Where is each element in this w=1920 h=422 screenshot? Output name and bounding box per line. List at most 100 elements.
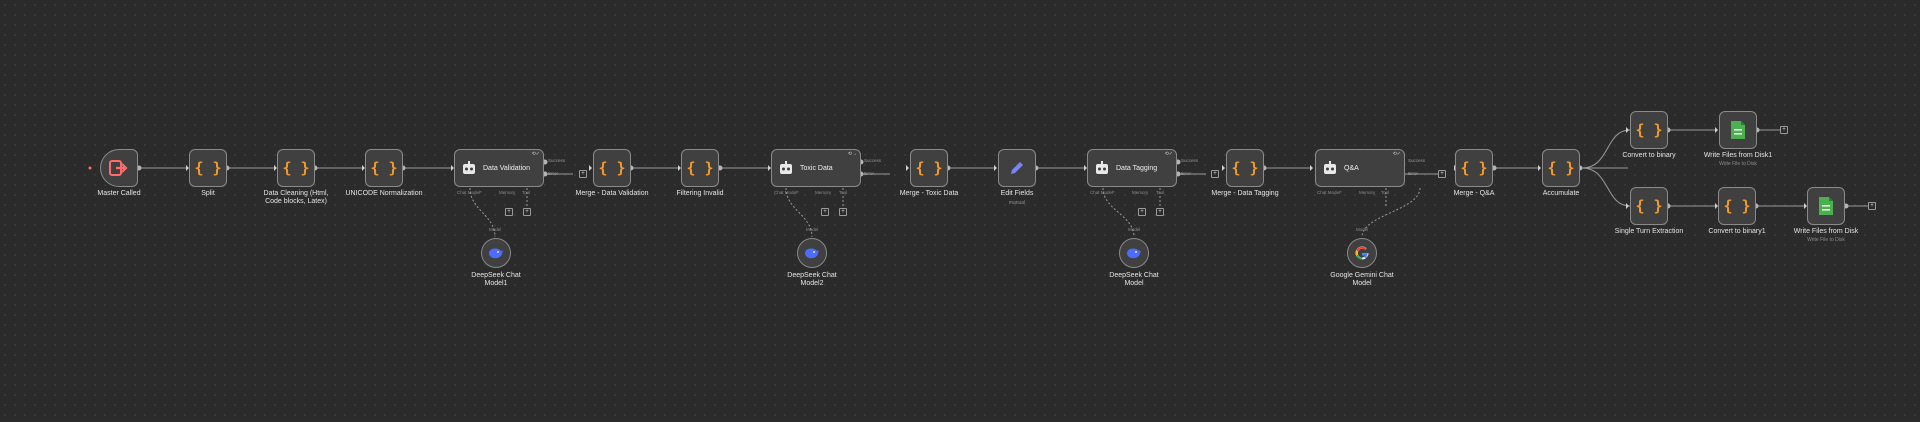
split-node[interactable]: { }: [189, 149, 227, 187]
model-port-label: Model: [806, 227, 819, 232]
add-memory-button[interactable]: +: [821, 208, 829, 216]
error-output-label: Error: [864, 171, 874, 176]
tool-port-label: Tool: [522, 190, 531, 195]
filtering-invalid-label: Filtering Invalid: [676, 190, 724, 197]
edit-fields-node[interactable]: [998, 149, 1036, 187]
sign-out-icon: [109, 160, 128, 176]
chat-model-port-label: Chat Model*: [774, 190, 799, 195]
toxic-data-agent-node[interactable]: Toxic Data ⟲→: [771, 149, 861, 187]
code-icon: { }: [370, 159, 398, 177]
data-cleaning-label-line1: Data Cleaning (Html,: [263, 190, 329, 197]
add-node-button[interactable]: +: [1780, 126, 1788, 134]
google-gemini-chat-model-label-line2: Model: [1352, 280, 1372, 287]
add-error-branch-button[interactable]: +: [579, 170, 587, 178]
code-icon: { }: [915, 159, 943, 177]
robot-icon: [780, 161, 792, 174]
convert-to-binary-node[interactable]: { }: [1630, 111, 1668, 149]
code-icon: { }: [1635, 197, 1663, 215]
edit-fields-sublabel: manual: [1008, 200, 1026, 206]
google-gemini-chat-model-label-line1: Google Gemini Chat: [1330, 272, 1394, 279]
merge-data-tagging-node[interactable]: { }: [1226, 149, 1264, 187]
deepseek-chat-model-node[interactable]: [1119, 238, 1149, 268]
split-label: Split: [201, 190, 215, 197]
data-validation-label: Data Validation: [483, 164, 530, 172]
add-error-branch-button[interactable]: +: [1211, 170, 1219, 178]
convert-to-binary-label: Convert to binary: [1622, 152, 1676, 159]
accumulate-node[interactable]: { }: [1542, 149, 1580, 187]
chat-model-port-label: Chat Model*: [1090, 190, 1115, 195]
deepseek-whale-icon: [805, 248, 819, 259]
unicode-normalization-node[interactable]: { }: [365, 149, 403, 187]
file-icon: [1731, 121, 1745, 139]
qa-agent-node[interactable]: Q&A ⟲✓: [1315, 149, 1405, 187]
deepseek-chat-model1-label-line2: Model1: [484, 280, 508, 287]
write-files-disk-node[interactable]: [1807, 187, 1845, 225]
data-cleaning-label-line2: Code blocks, Latex): [265, 198, 327, 205]
data-validation-agent-node[interactable]: Data Validation ⟲✓: [454, 149, 544, 187]
deepseek-chat-model-label-line2: Model: [1124, 280, 1144, 287]
model-port-label: Model: [489, 227, 502, 232]
code-icon: { }: [194, 159, 222, 177]
code-icon: { }: [1635, 121, 1663, 139]
merge-data-validation-node[interactable]: { }: [593, 149, 631, 187]
toxic-data-label: Toxic Data: [800, 164, 833, 172]
add-memory-button[interactable]: +: [1138, 208, 1146, 216]
add-tool-button[interactable]: +: [839, 208, 847, 216]
deepseek-chat-model1-node[interactable]: [481, 238, 511, 268]
deepseek-chat-model1-label: DeepSeek Chat Model1: [451, 272, 541, 288]
convert-to-binary1-node[interactable]: { }: [1718, 187, 1756, 225]
success-output-label: Success: [1181, 158, 1199, 163]
single-turn-extraction-label: Single Turn Extraction: [1614, 228, 1684, 235]
add-node-button[interactable]: +: [1868, 202, 1876, 210]
add-memory-button[interactable]: +: [505, 208, 513, 216]
agent-status-icons: ⟲→: [847, 151, 857, 157]
code-icon: { }: [1231, 159, 1259, 177]
code-icon: { }: [1547, 159, 1575, 177]
deepseek-chat-model2-node[interactable]: [797, 238, 827, 268]
merge-data-validation-label: Merge - Data Validation: [575, 190, 649, 197]
merge-qa-node[interactable]: { }: [1455, 149, 1493, 187]
code-icon: { }: [1460, 159, 1488, 177]
tool-port-label: Tool: [839, 190, 848, 195]
filtering-invalid-node[interactable]: { }: [681, 149, 719, 187]
tool-port-label: Tool: [1381, 190, 1390, 195]
memory-port-label: Memory: [1132, 190, 1149, 195]
merge-data-tagging-label: Merge - Data Tagging: [1211, 190, 1279, 197]
deepseek-chat-model2-label-line1: DeepSeek Chat: [787, 272, 837, 279]
error-output-label: Error: [1408, 171, 1418, 176]
tool-port-label: Tool: [1156, 190, 1165, 195]
master-called-node[interactable]: [100, 149, 138, 187]
code-icon: { }: [1723, 197, 1751, 215]
success-output-label: Success: [548, 158, 566, 163]
error-output-label: Error: [548, 171, 558, 176]
add-tool-button[interactable]: +: [1156, 208, 1164, 216]
merge-toxic-data-label: Merge - Toxic Data: [899, 190, 959, 197]
qa-label: Q&A: [1344, 164, 1359, 172]
write-files-disk1-sublabel: Write File to Disk: [1719, 161, 1757, 167]
memory-port-label: Memory: [1359, 190, 1376, 195]
success-output-label: Success: [1408, 158, 1426, 163]
agent-status-icons: ⟲✓: [1164, 151, 1173, 157]
write-files-disk1-label: Write Files from Disk1: [1703, 152, 1773, 159]
chat-model-port-label: Chat Model*: [1317, 190, 1342, 195]
google-gemini-chat-model-node[interactable]: [1347, 238, 1377, 268]
merge-toxic-data-node[interactable]: { }: [910, 149, 948, 187]
data-cleaning-label: Data Cleaning (Html, Code blocks, Latex): [251, 190, 341, 206]
robot-icon: [463, 161, 475, 174]
google-gemini-chat-model-label: Google Gemini Chat Model: [1317, 272, 1407, 288]
deepseek-whale-icon: [489, 248, 503, 259]
deepseek-chat-model1-label-line1: DeepSeek Chat: [471, 272, 521, 279]
memory-port-label: Memory: [499, 190, 516, 195]
merge-qa-label: Merge - Q&A: [1453, 190, 1495, 197]
code-icon: { }: [598, 159, 626, 177]
agent-status-icons: ⟲✓: [1392, 151, 1401, 157]
add-error-branch-button[interactable]: +: [1438, 170, 1446, 178]
write-files-disk1-node[interactable]: [1719, 111, 1757, 149]
add-tool-button[interactable]: +: [523, 208, 531, 216]
data-cleaning-node[interactable]: { }: [277, 149, 315, 187]
pencil-icon: [1011, 162, 1023, 174]
data-tagging-agent-node[interactable]: Data Tagging ⟲✓: [1087, 149, 1177, 187]
single-turn-extraction-node[interactable]: { }: [1630, 187, 1668, 225]
master-called-label: Master Called: [97, 190, 141, 197]
